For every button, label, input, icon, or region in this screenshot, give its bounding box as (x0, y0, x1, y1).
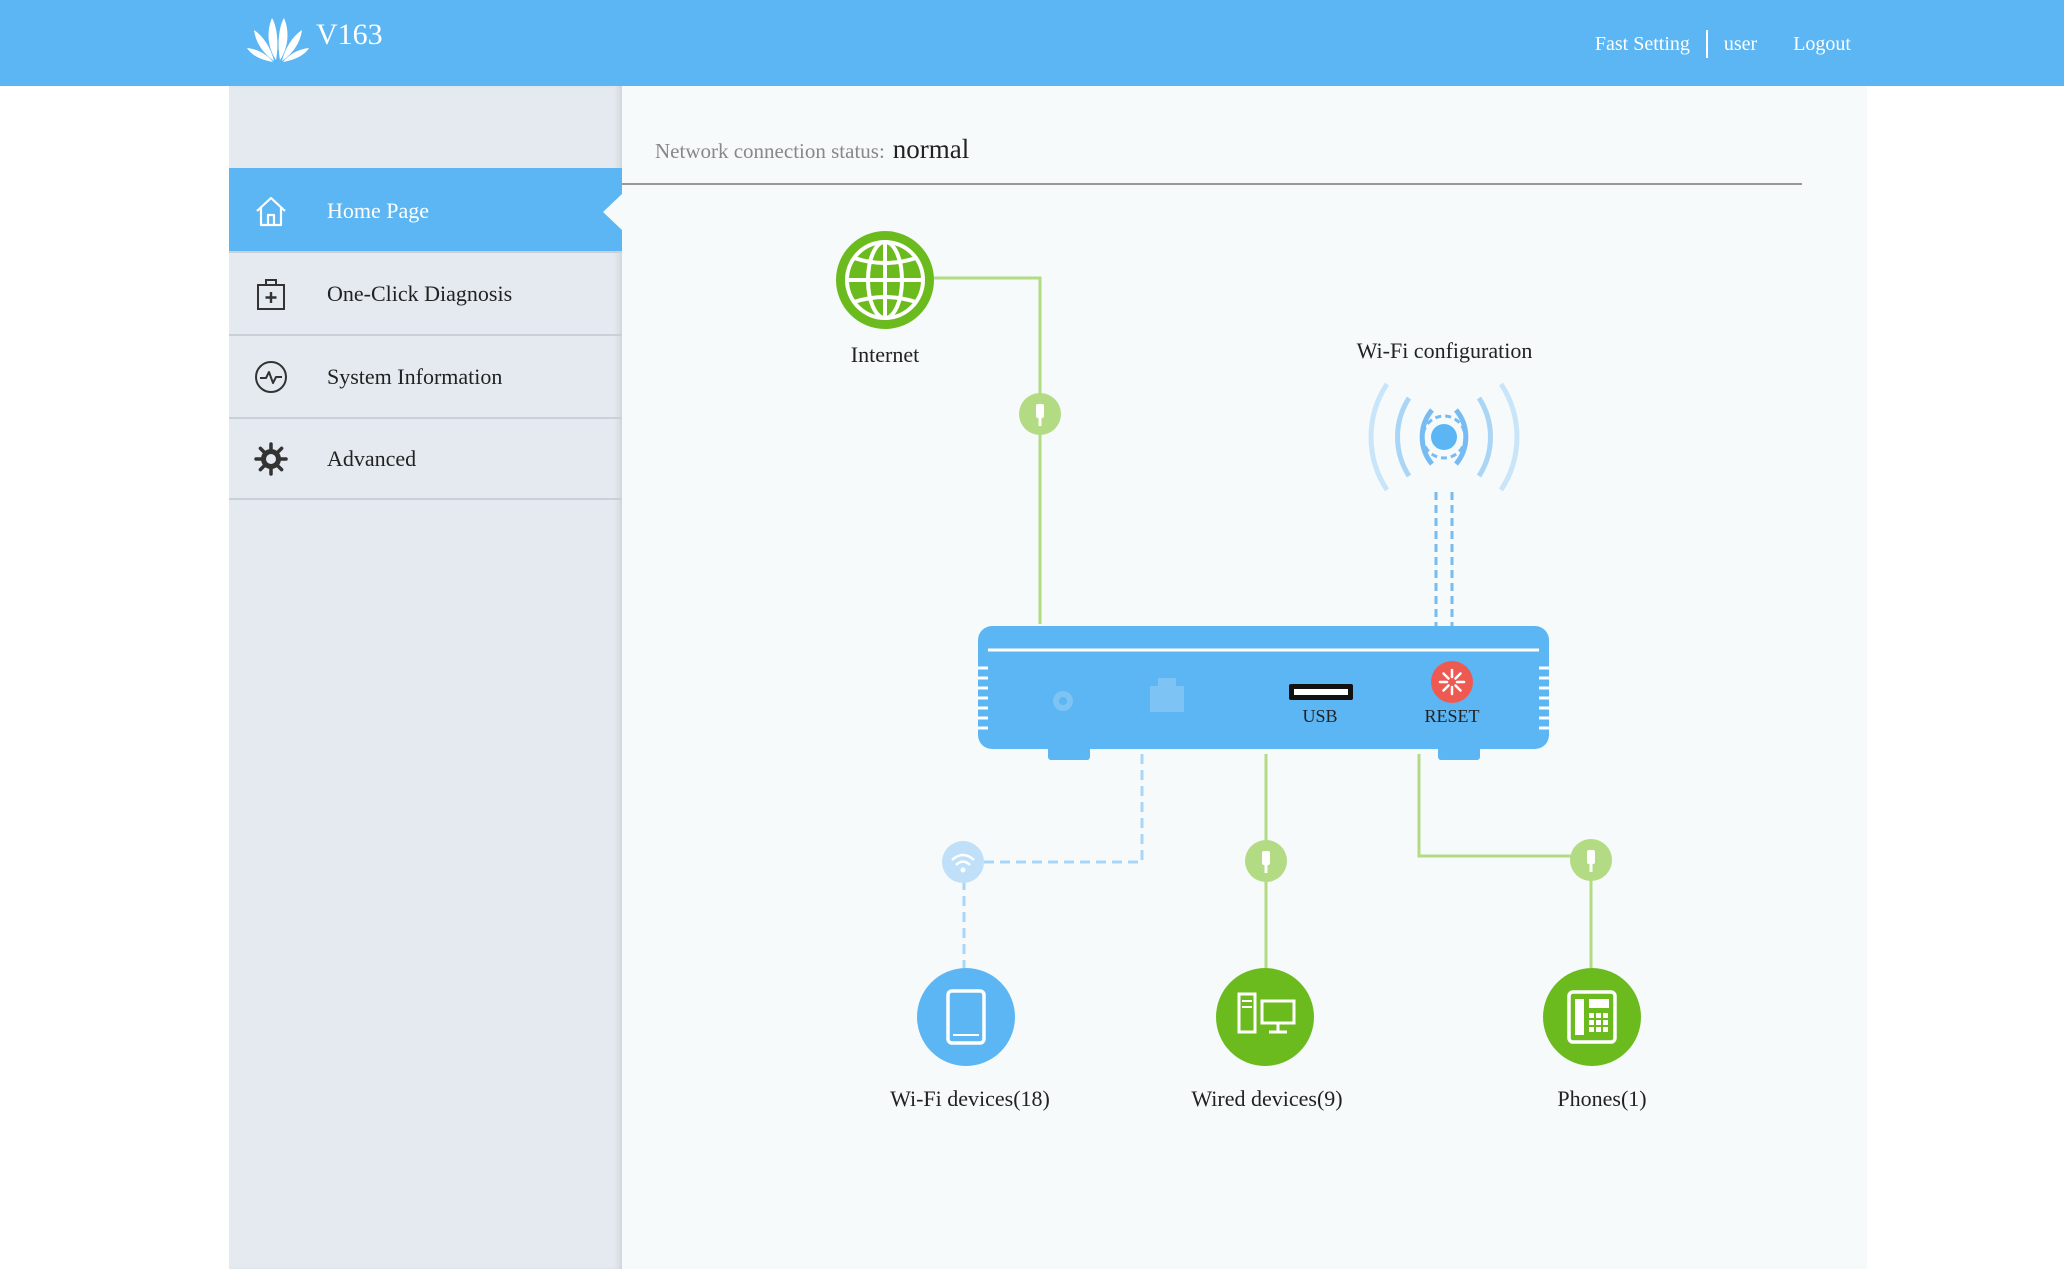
network-status-value: normal (892, 134, 970, 164)
telephone-icon (1543, 968, 1641, 1066)
cable-connector-icon (1019, 393, 1061, 435)
reset-label: RESET (1424, 706, 1480, 726)
wifi-connector-icon (942, 841, 984, 883)
heartbeat-icon (255, 360, 287, 393)
wifi-signal-icon (1368, 382, 1520, 492)
wifi-devices-node[interactable] (917, 968, 1015, 1066)
computer-icon (1216, 968, 1314, 1066)
sidebar-item-system-information[interactable]: System Information (229, 334, 622, 417)
huawei-logo (247, 18, 309, 62)
user-link[interactable]: user (1723, 32, 1758, 55)
cable-connector-icon (1245, 840, 1287, 882)
sidebar-item-label: Advanced (327, 445, 417, 471)
globe-icon (836, 231, 934, 329)
usb-label: USB (1302, 706, 1338, 726)
sidebar-item-home-page[interactable]: Home Page (229, 168, 623, 251)
home-icon (256, 196, 286, 226)
sidebar-item-label: Home Page (327, 197, 430, 223)
internet-node[interactable] (835, 230, 935, 330)
network-status: Network connection status: normal (655, 134, 969, 165)
wifi-configuration-node[interactable] (1382, 376, 1506, 500)
network-status-label: Network connection status: (655, 139, 885, 163)
cable-connector-icon (1570, 839, 1612, 881)
status-divider (622, 183, 1802, 185)
top-links: Fast Setting user Logout (1595, 30, 1851, 58)
tablet-icon (917, 968, 1015, 1066)
top-link-separator (1705, 30, 1708, 58)
sidebar: Home Page One-Click Diagnosis System Inf… (229, 86, 623, 1269)
logout-link[interactable]: Logout (1793, 32, 1851, 55)
sidebar-menu: Home Page One-Click Diagnosis System Inf… (229, 168, 623, 500)
network-topology-diagram (836, 231, 1641, 1066)
sidebar-item-advanced[interactable]: Advanced (229, 417, 622, 500)
gear-icon (254, 441, 288, 476)
sidebar-item-label: One-Click Diagnosis (327, 280, 513, 306)
wired-devices-label: Wired devices(9) (1191, 1086, 1343, 1111)
sidebar-item-label: System Information (327, 363, 503, 389)
wifi-configuration-label: Wi-Fi configuration (1356, 338, 1533, 363)
reset-button-icon (1431, 661, 1473, 703)
wifi-devices-label: Wi-Fi devices(18) (890, 1086, 1050, 1111)
internet-connection-line (934, 276, 1042, 624)
phones-connection-line (1417, 754, 1593, 968)
top-bar: V163 Fast Setting user Logout (0, 0, 2064, 86)
ethernet-port-icon (1150, 678, 1184, 712)
phones-node[interactable] (1543, 968, 1641, 1066)
fast-setting-link[interactable]: Fast Setting (1594, 32, 1690, 55)
phones-label: Phones(1) (1557, 1086, 1647, 1111)
wired-devices-node[interactable] (1216, 968, 1314, 1066)
first-aid-kit-icon (257, 278, 285, 310)
main-content: Network connection status: normal (622, 86, 1867, 1269)
internet-label: Internet (850, 342, 920, 367)
wifi-devices-connection-line (962, 754, 1144, 968)
device-model: V163 (316, 18, 383, 51)
router-icon (978, 626, 1549, 760)
sidebar-item-one-click-diagnosis[interactable]: One-Click Diagnosis (229, 251, 622, 334)
